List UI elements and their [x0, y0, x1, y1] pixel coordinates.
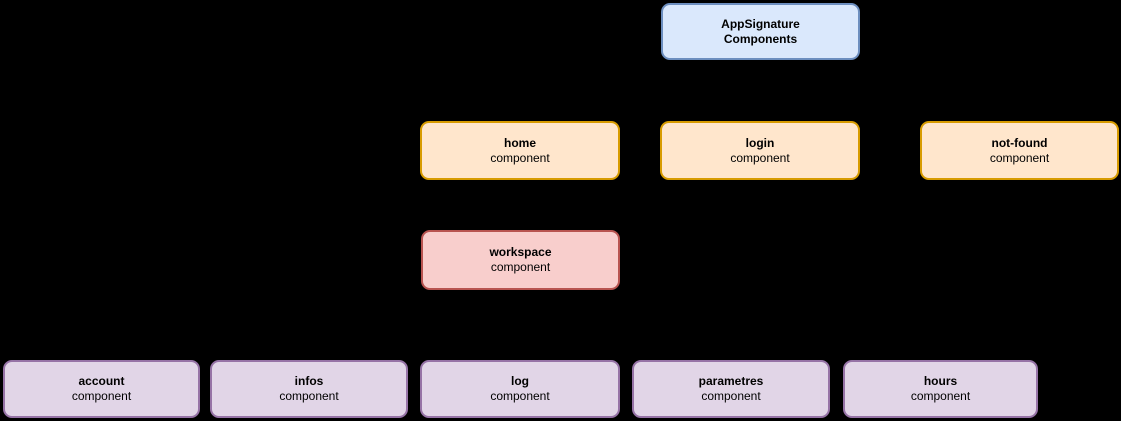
- node-workspace[interactable]: workspace component: [421, 230, 620, 290]
- node-title: home: [503, 135, 536, 150]
- node-log[interactable]: log component: [420, 360, 620, 418]
- node-parametres[interactable]: parametres component: [632, 360, 830, 418]
- node-title: account: [78, 374, 125, 388]
- node-login[interactable]: login component: [660, 121, 860, 180]
- node-home[interactable]: home component: [420, 121, 620, 180]
- node-subtitle: component: [490, 260, 551, 274]
- node-subtitle: component: [490, 389, 550, 403]
- node-title: not-found: [991, 135, 1048, 150]
- node-title: parametres: [698, 374, 764, 388]
- node-account[interactable]: account component: [3, 360, 200, 418]
- node-subtitle: component: [71, 389, 132, 403]
- node-title: log: [511, 374, 529, 388]
- node-title: infos: [294, 374, 324, 388]
- node-title: hours: [923, 374, 958, 388]
- node-appsignature-components[interactable]: AppSignature Components: [661, 3, 860, 60]
- node-title: AppSignature: [721, 16, 800, 31]
- node-subtitle: component: [701, 389, 761, 403]
- node-subtitle: component: [910, 389, 971, 403]
- node-subtitle: component: [730, 150, 790, 165]
- node-subtitle: component: [279, 389, 339, 403]
- node-not-found[interactable]: not-found component: [920, 121, 1119, 180]
- node-subtitle: component: [989, 150, 1050, 165]
- node-subtitle: component: [490, 150, 550, 165]
- node-title-line2: Components: [723, 31, 798, 46]
- node-title: workspace: [489, 245, 552, 259]
- node-title: login: [745, 135, 775, 150]
- node-hours[interactable]: hours component: [843, 360, 1038, 418]
- node-infos[interactable]: infos component: [210, 360, 408, 418]
